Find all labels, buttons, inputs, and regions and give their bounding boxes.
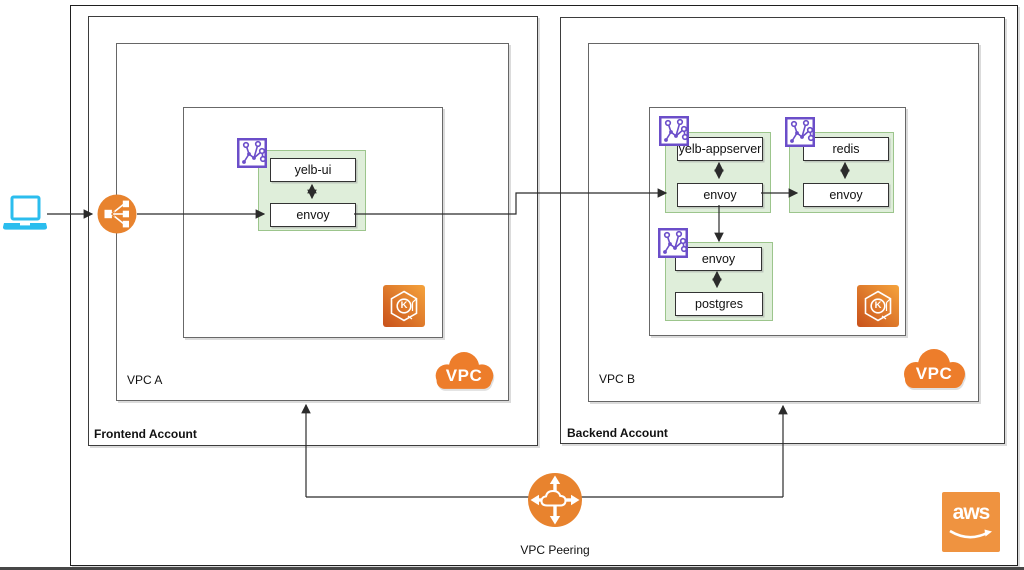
elastic-load-balancer-icon (97, 194, 137, 234)
app-mesh-icon (658, 228, 688, 263)
app-mesh-icon (659, 116, 689, 151)
service-label: envoy (296, 208, 330, 222)
service-box-yelb-ui: yelb-ui (270, 158, 356, 182)
frontend-account-label: Frontend Account (94, 427, 197, 441)
diagram-outer-frame (70, 5, 1018, 566)
service-label: yelb-ui (294, 163, 332, 177)
service-label: postgres (695, 297, 743, 311)
service-box-envoy-db: envoy (675, 247, 762, 271)
vpc-a-label: VPC A (127, 373, 163, 387)
vpc-badge-text: VPC (915, 364, 953, 383)
eks-icon: K (857, 285, 899, 327)
vpc-cloud-icon: VPC (430, 345, 498, 395)
service-box-postgres: postgres (675, 292, 763, 316)
service-box-envoy-frontend: envoy (270, 203, 356, 227)
eks-icon: K (383, 285, 425, 327)
eks-cluster-box-b (649, 107, 906, 336)
app-mesh-icon (237, 138, 267, 173)
service-box-yelb-appserver: yelb-appserver (677, 137, 763, 161)
aws-logo: aws (942, 492, 1000, 552)
app-mesh-icon (785, 117, 815, 152)
screenshot-bottom-edge (0, 567, 1024, 570)
eks-k-letter: K (400, 300, 408, 311)
laptop-icon (2, 195, 48, 233)
service-box-envoy-redis: envoy (803, 183, 889, 207)
service-box-redis: redis (803, 137, 889, 161)
vpc-peering-label: VPC Peering (520, 543, 590, 557)
service-label: envoy (701, 252, 736, 266)
service-label: yelb-appserver (678, 142, 762, 156)
eks-cluster-box-a (183, 107, 443, 338)
service-label: envoy (703, 188, 737, 202)
vpc-peering-icon (527, 472, 583, 528)
service-box-envoy-appserver: envoy (677, 183, 763, 207)
vpc-b-box (588, 43, 979, 402)
vpc-badge-text: VPC (445, 366, 483, 385)
aws-logo-text: aws (952, 501, 991, 524)
eks-k-letter: K (874, 300, 882, 311)
service-label: envoy (829, 188, 863, 202)
service-label: redis (832, 142, 860, 156)
vpc-cloud-icon: VPC (898, 343, 970, 393)
vpc-b-label: VPC B (599, 372, 636, 386)
frontend-account-box (88, 16, 538, 446)
backend-account-label: Backend Account (567, 426, 668, 440)
